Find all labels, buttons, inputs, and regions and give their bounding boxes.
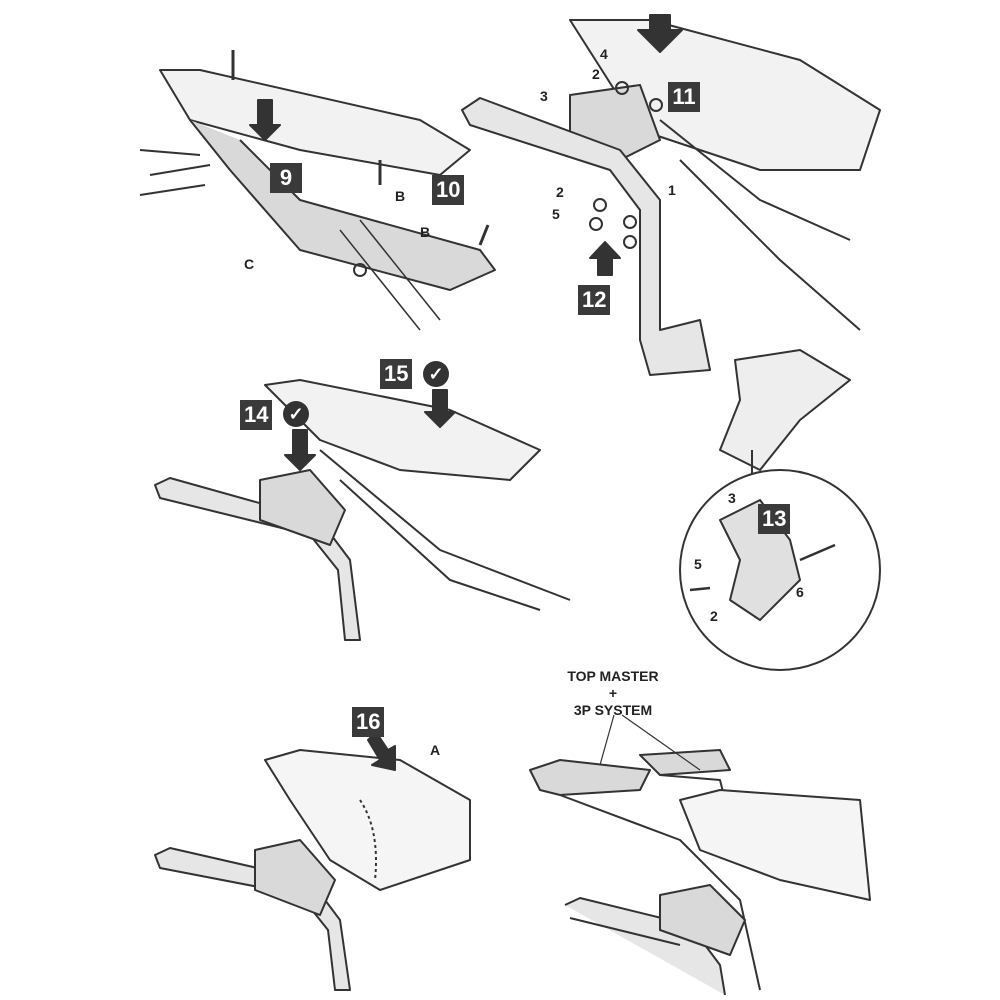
product-name-top-master: TOP MASTER (567, 668, 659, 684)
part-label-5: 5 (694, 556, 702, 572)
top-master-final (529, 714, 871, 996)
check-icon-step-15: ✓ (423, 361, 449, 387)
step-12-badge: 12 (578, 285, 611, 315)
seat-installed-step-16 (154, 731, 471, 991)
part-label-4: 4 (600, 46, 608, 62)
product-plus: + (608, 685, 618, 701)
part-label-a: A (430, 742, 441, 758)
part-label-b: B (395, 188, 406, 204)
product-label: TOP MASTER + 3P SYSTEM (548, 668, 678, 719)
part-label-2: 2 (556, 184, 564, 200)
part-label-b: B (420, 224, 431, 240)
step-11-badge: 11 (668, 82, 700, 112)
part-label-3: 3 (540, 88, 548, 104)
product-name-3p-system: 3P SYSTEM (573, 702, 653, 718)
part-label-6: 6 (796, 584, 804, 600)
detail-callout-step-13 (679, 450, 881, 671)
step-16-badge: 16 (352, 707, 385, 737)
part-label-2: 2 (710, 608, 718, 624)
part-label-c: C (244, 256, 255, 272)
rack-assembly-step-11 (461, 14, 881, 471)
step-14-badge: 14 (240, 400, 273, 430)
step-15-badge: 15 (380, 359, 413, 389)
step-9-badge: 9 (270, 163, 302, 193)
tail-assembly-step-9 (139, 50, 496, 331)
part-label-1: 1 (668, 182, 676, 198)
part-label-5: 5 (552, 206, 560, 222)
step-13-badge: 13 (758, 504, 791, 534)
part-label-3: 3 (728, 490, 736, 506)
rack-installed-step-14 (154, 379, 571, 641)
part-label-2: 2 (592, 66, 600, 82)
step-10-badge: 10 (432, 175, 465, 205)
check-icon-step-14: ✓ (283, 401, 309, 427)
